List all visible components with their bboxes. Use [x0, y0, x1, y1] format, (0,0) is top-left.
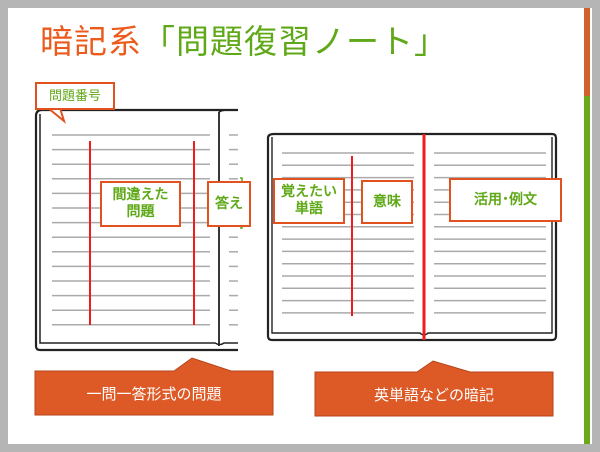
right-notebook-lines [282, 152, 546, 314]
right-caption-shape [314, 360, 554, 417]
left-notebook-lines [52, 134, 238, 326]
left-notebook-spine [218, 109, 227, 346]
caption-vocabulary: 英単語などの暗記 [373, 385, 494, 404]
left-notebook-outline [34, 108, 238, 352]
caption-one-question-one-answer: 一問一答形式の問題 [86, 384, 222, 403]
box-usage-example: 活用･例文 [449, 178, 562, 222]
box-answer: 答え [207, 181, 251, 227]
title-prefix: 暗記系 [40, 22, 142, 61]
accent-bar-green [584, 96, 590, 444]
right-notebook-outline [266, 132, 558, 342]
left-caption-shape [34, 357, 274, 416]
accent-bar-orange [584, 8, 590, 96]
page-title: 暗記系「問題復習ノート」 [40, 22, 448, 62]
box-word: 覚えたい 単語 [273, 178, 345, 224]
box-meaning: 意味 [361, 180, 413, 224]
callout-question-number: 問題番号 [35, 82, 115, 110]
box-wrong-question: 間違えた 問題 [100, 181, 181, 227]
title-main: 「問題復習ノート」 [142, 22, 448, 61]
